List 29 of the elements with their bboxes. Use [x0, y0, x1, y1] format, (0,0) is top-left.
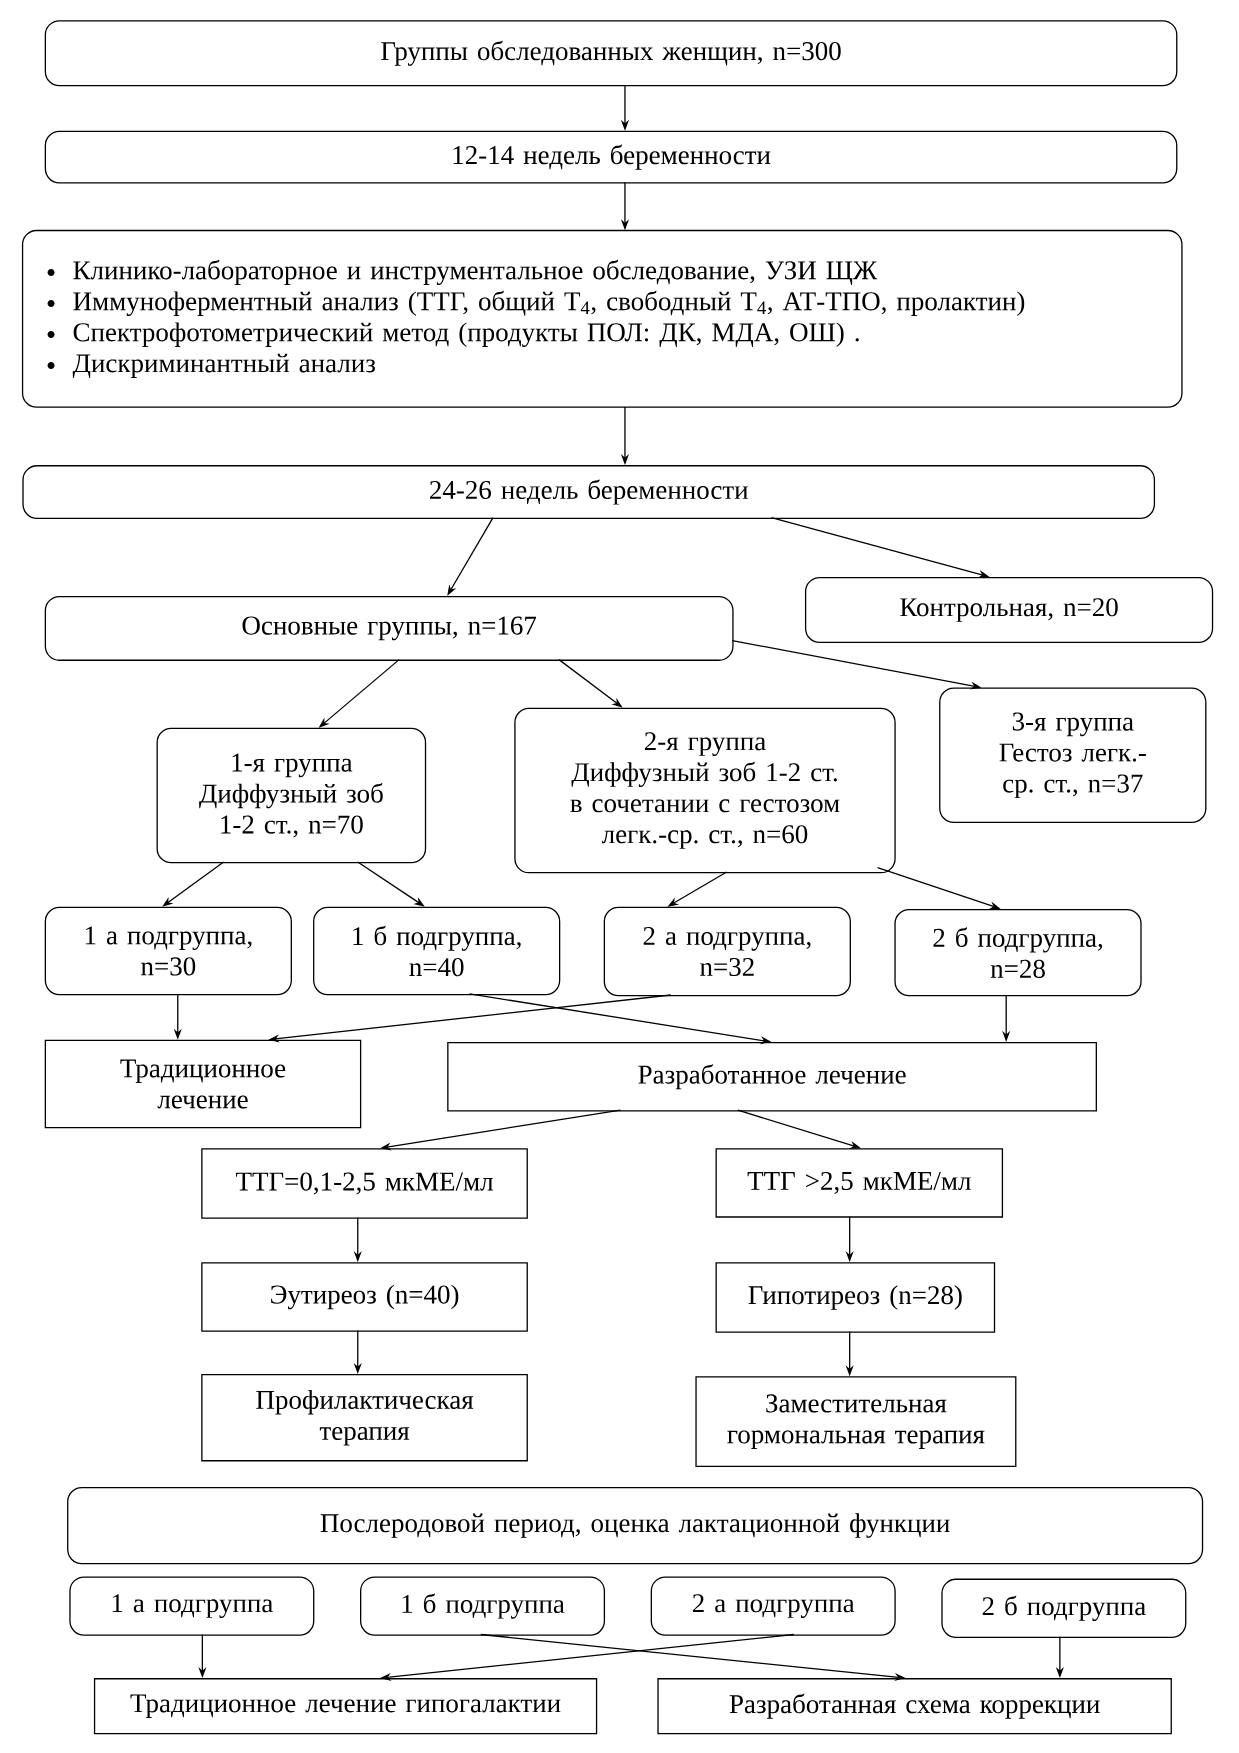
result-box: Эутиреоз (n=40) [201, 1262, 528, 1332]
result-box: Профилактическая терапия [201, 1374, 528, 1462]
result-box: Разработанная схема коррекции [657, 1678, 1173, 1735]
process-box: 12-14 недель беременности [44, 130, 1178, 184]
result-box: ТТГ=0,1-2,5 мкМЕ/мл [201, 1148, 528, 1219]
process-box: 2 б подгруппа [941, 1578, 1187, 1638]
process-box: Группы обследованных женщин, n=300 [44, 20, 1178, 87]
process-box: 1 б подгруппа [360, 1576, 606, 1636]
process-box: 3-я группа Гестоз легк.-ср. ст., n=37 [939, 687, 1207, 824]
result-box: Традиционное лечение гипогалактии [94, 1678, 598, 1735]
process-box: 1 а подгруппа, n=30 [44, 906, 293, 996]
process-box: Послеродовой период, оценка лактационной функции [67, 1486, 1204, 1565]
method-list-box: Клинико-лабораторное и инструментальное обследование, УЗИ ЩЖ Иммуноферментный анализ (ТТГ, общий Т$_{4}$, свободный Т$_{4}$, АТ-ТПО, пролактин) Спектрофотометрический метод (продукты ПОЛ: ДК, МДА, ОШ) . Дискриминантный анализ [22, 229, 1183, 408]
process-box: 1 а подгруппа [69, 1576, 315, 1636]
result-box: Гипотиреоз (n=28) [715, 1262, 996, 1333]
process-box: 2 б подгруппа, n=28 [894, 908, 1142, 997]
process-box: 2 а подгруппа [650, 1576, 896, 1636]
process-box: Основные группы, n=167 [44, 595, 734, 661]
process-box: 2-я группа Диффузный зоб 1-2 ст. в сочетании с гестозом легк.-ср. ст., n=60 [514, 707, 896, 874]
process-box: 2 а подгруппа, n=32 [603, 906, 852, 997]
process-box: 24-26 недель беременности [22, 465, 1156, 519]
result-box: Разработанное лечение [447, 1041, 1098, 1112]
arrow [357, 861, 425, 907]
process-box: Контрольная, n=20 [805, 576, 1214, 644]
process-box: 1 б подгруппа, n=40 [313, 906, 561, 996]
result-box: Заместительная гормональная терапия [695, 1376, 1017, 1468]
process-box: 1-я группа Диффузный зоб 1-2 ст., n=70 [156, 727, 427, 864]
result-box: ТТГ >2,5 мкМЕ/мл [715, 1148, 1004, 1218]
result-box: Традиционное лечение [44, 1039, 362, 1129]
